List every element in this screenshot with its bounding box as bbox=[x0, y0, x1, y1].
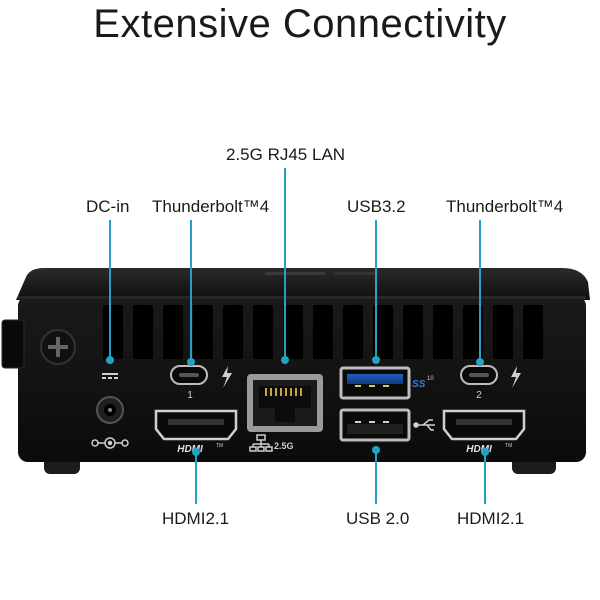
dc-polarity-icon bbox=[91, 437, 129, 449]
dc-in-port bbox=[96, 373, 124, 424]
label-hdmi-right: HDMI2.1 bbox=[457, 509, 525, 528]
leader-hdmi-left bbox=[195, 452, 197, 504]
thumbscrew bbox=[40, 329, 76, 365]
leader-dc-in bbox=[109, 220, 111, 360]
thunderbolt-port-2 bbox=[460, 365, 498, 385]
usb20-port bbox=[339, 408, 411, 442]
vent-slots bbox=[103, 305, 543, 359]
leader-dot-usb20 bbox=[372, 446, 380, 454]
label-thunderbolt-left: Thunderbolt™4 bbox=[152, 197, 270, 216]
page-title: Extensive Connectivity bbox=[93, 2, 507, 46]
hdmi-left-tm: TM bbox=[216, 443, 223, 449]
leader-dot-usb32 bbox=[372, 356, 380, 364]
leader-lan bbox=[284, 168, 286, 360]
thunderbolt-icon-1 bbox=[222, 366, 232, 388]
rj45-port bbox=[247, 374, 323, 432]
label-usb32: USB3.2 bbox=[347, 197, 406, 216]
leader-usb20 bbox=[375, 450, 377, 504]
leader-dot-dc-in bbox=[106, 356, 114, 364]
usb-ss-mark: SS bbox=[412, 379, 426, 390]
label-hdmi-left: HDMI2.1 bbox=[162, 509, 230, 528]
network-icon bbox=[249, 434, 273, 452]
hdmi-port-left bbox=[154, 409, 238, 441]
kensington-lock bbox=[1, 319, 25, 369]
thunderbolt-icon-2 bbox=[511, 366, 521, 388]
hdmi-port-right bbox=[442, 409, 526, 441]
leader-dot-thunderbolt-right bbox=[476, 358, 484, 366]
lan-speed-mark: 2.5G bbox=[274, 441, 294, 451]
thunderbolt-port-1 bbox=[170, 365, 208, 385]
hdmi-right-tm: TM bbox=[505, 443, 512, 449]
usb-ss-speed: 10 bbox=[427, 376, 434, 382]
leader-thunderbolt-left bbox=[190, 220, 192, 362]
tb2-number: 2 bbox=[476, 390, 482, 401]
label-usb20: USB 2.0 bbox=[346, 509, 410, 528]
leader-thunderbolt-right bbox=[479, 220, 481, 362]
leader-usb32 bbox=[375, 220, 377, 360]
leader-dot-hdmi-right bbox=[481, 448, 489, 456]
chassis-lid bbox=[16, 268, 590, 300]
usb32-port bbox=[339, 366, 411, 400]
label-dc-in: DC-in bbox=[86, 197, 130, 216]
hdmi-right-logo: HDMI bbox=[466, 444, 492, 455]
label-thunderbolt-right: Thunderbolt™4 bbox=[446, 197, 564, 216]
label-lan: 2.5G RJ45 LAN bbox=[226, 145, 346, 164]
leader-dot-thunderbolt-left bbox=[187, 358, 195, 366]
leader-dot-hdmi-left bbox=[192, 448, 200, 456]
hdmi-left-logo: HDMI bbox=[177, 444, 203, 455]
leader-hdmi-right bbox=[484, 452, 486, 504]
usb-trident-icon bbox=[413, 419, 435, 431]
tb1-number: 1 bbox=[187, 390, 193, 401]
leader-dot-lan bbox=[281, 356, 289, 364]
